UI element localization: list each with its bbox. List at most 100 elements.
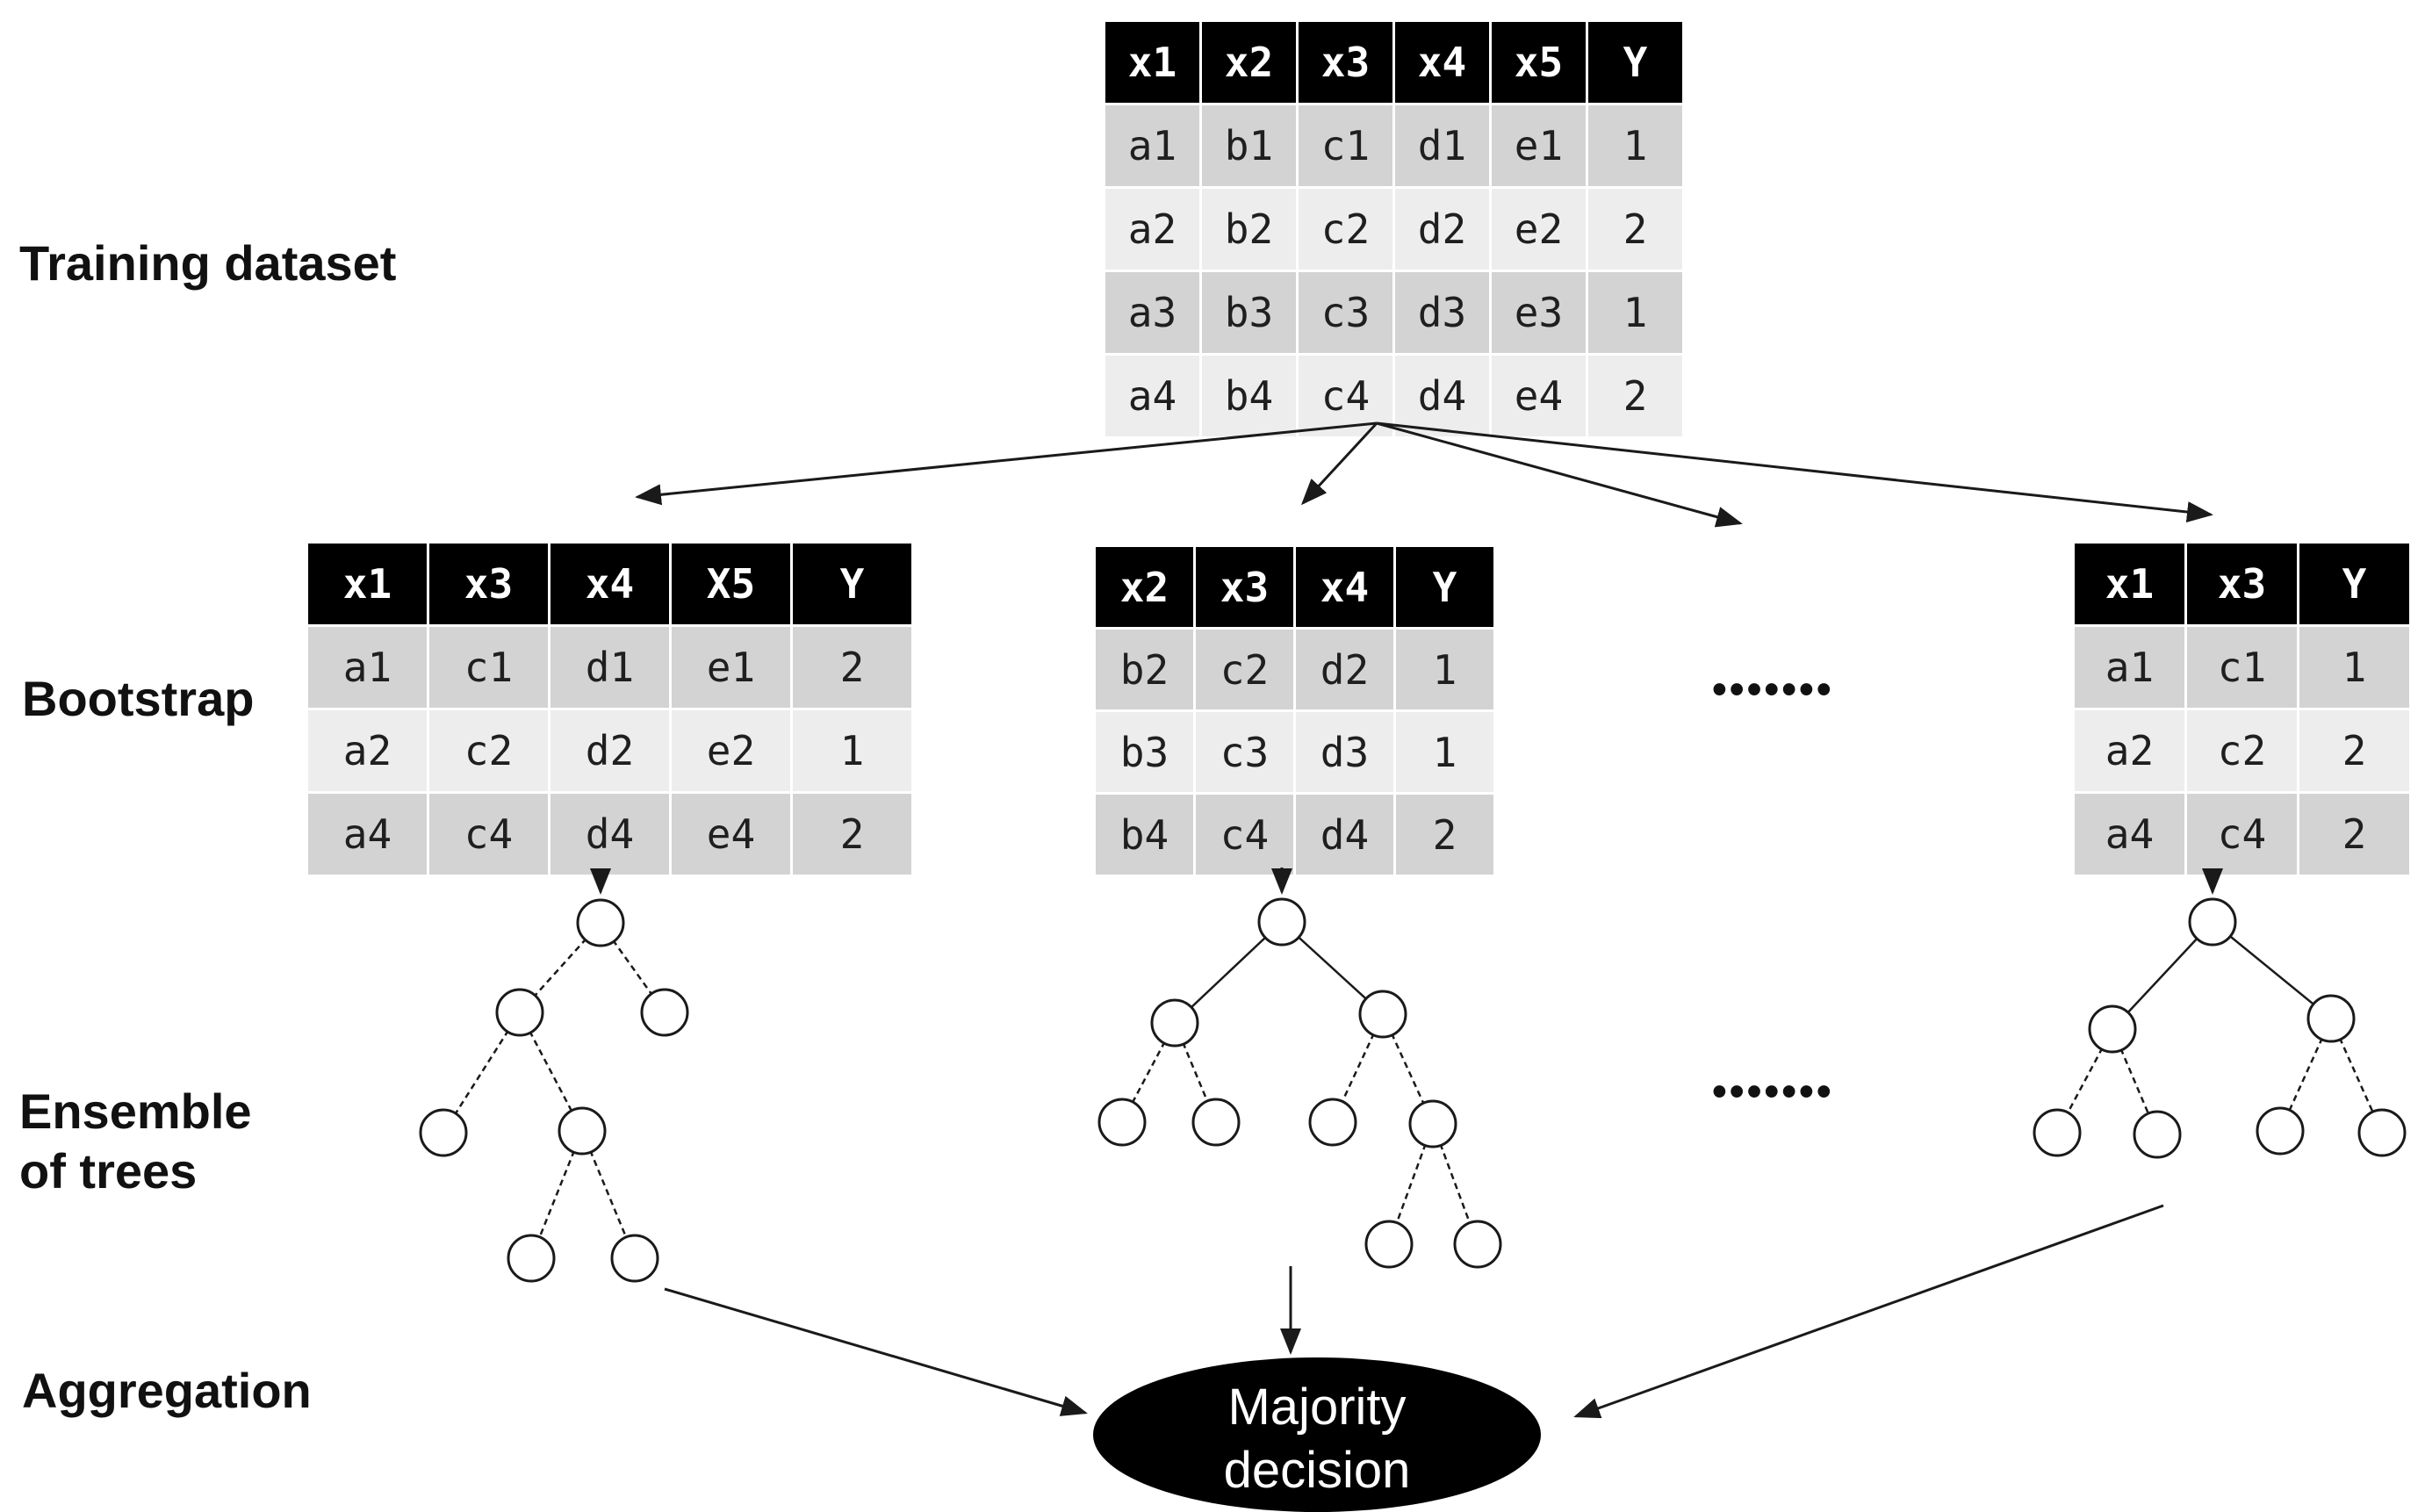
tree-node: [576, 898, 625, 947]
table-cell: c3: [1296, 270, 1395, 356]
table-cell: c1: [2184, 624, 2299, 710]
column-header: x1: [2072, 541, 2187, 627]
ensemble-label-line1: Ensemble: [19, 1084, 252, 1139]
table-cell: 1: [1586, 270, 1685, 356]
table-cell: c4: [427, 791, 550, 877]
table-cell: d2: [1293, 627, 1396, 712]
column-header: X5: [669, 541, 793, 627]
table-cell: b3: [1199, 270, 1299, 356]
table-cell: d3: [1293, 709, 1396, 795]
table-cell: e4: [669, 791, 793, 877]
tree-edge: [1281, 921, 1384, 1015]
table-cell: 2: [2297, 791, 2412, 877]
table-cell: c4: [1296, 353, 1395, 439]
ellipsis-dots-bottom: •••••••: [1712, 1069, 1834, 1115]
column-header: x3: [2184, 541, 2299, 627]
table-cell: a4: [2072, 791, 2187, 877]
table-cell: c1: [1296, 103, 1395, 189]
column-header: Y: [2297, 541, 2412, 627]
tree-edge: [529, 1130, 584, 1259]
table-cell: a1: [1103, 103, 1202, 189]
table-cell: c3: [1193, 709, 1296, 795]
table-cell: a4: [1103, 353, 1202, 439]
tree-edge: [580, 1130, 637, 1259]
tree-node: [507, 1234, 556, 1283]
table-cell: 1: [1393, 627, 1496, 712]
tree-node: [558, 1106, 607, 1156]
table-cell: b3: [1093, 709, 1196, 795]
tree-edge: [2111, 1028, 2159, 1135]
table-cell: 2: [790, 791, 914, 877]
tree-node: [419, 1108, 468, 1157]
table-cell: a2: [2072, 708, 2187, 794]
tree-node: [1364, 1220, 1414, 1269]
ensemble-of-trees-label: Ensemble of trees: [19, 1082, 252, 1202]
table-cell: b4: [1199, 353, 1299, 439]
column-header: x2: [1093, 544, 1196, 630]
table-cell: b4: [1093, 792, 1196, 877]
column-header: x3: [1296, 19, 1395, 105]
table-cell: a1: [306, 624, 429, 710]
tree-edge: [1173, 1022, 1218, 1123]
decision-tree-3: [2033, 897, 2407, 1159]
column-header: x1: [1103, 19, 1202, 105]
tree-node: [2357, 1108, 2407, 1157]
table-cell: d1: [548, 624, 672, 710]
table-cell: a2: [1103, 186, 1202, 272]
tree-node: [2306, 994, 2356, 1043]
tree-node: [495, 988, 544, 1037]
column-header: x4: [1293, 544, 1396, 630]
tree-node: [2188, 897, 2237, 947]
tree-edge: [599, 922, 666, 1013]
table-cell: 1: [2297, 624, 2412, 710]
tree-node: [610, 1234, 659, 1283]
table-cell: e2: [669, 708, 793, 794]
tree-node: [1150, 998, 1199, 1048]
table-cell: c2: [427, 708, 550, 794]
table-cell: c2: [2184, 708, 2299, 794]
table-cell: b1: [1199, 103, 1299, 189]
decision-tree-1: [419, 898, 689, 1283]
table-cell: a3: [1103, 270, 1202, 356]
table-cell: 2: [1393, 792, 1496, 877]
tree-node: [2033, 1108, 2082, 1157]
arrow-tree1-to-decision: [664, 1287, 1088, 1416]
table-cell: b2: [1199, 186, 1299, 272]
tree-node: [1453, 1220, 1502, 1269]
table-cell: c2: [1193, 627, 1296, 712]
table-cell: e1: [1489, 103, 1588, 189]
column-header: x4: [548, 541, 672, 627]
majority-decision-node: [1093, 1357, 1541, 1512]
column-header: x1: [306, 541, 429, 627]
column-header: x3: [427, 541, 550, 627]
tree-node: [1257, 897, 1306, 947]
column-header: x5: [1489, 19, 1588, 105]
table-cell: e4: [1489, 353, 1588, 439]
tree-edge: [518, 1012, 584, 1132]
tree-node: [2256, 1106, 2305, 1156]
ensemble-label-line2: of trees: [19, 1143, 198, 1199]
table-cell: c4: [2184, 791, 2299, 877]
column-header: x4: [1392, 19, 1492, 105]
column-header: Y: [790, 541, 914, 627]
table-cell: a4: [306, 791, 429, 877]
tree-edge: [442, 1012, 522, 1134]
table-cell: a1: [2072, 624, 2187, 710]
tree-edge: [2055, 1028, 2114, 1134]
tree-node: [1097, 1098, 1147, 1147]
table-cell: e1: [669, 624, 793, 710]
tree-node: [1308, 1098, 1357, 1147]
tree-edge: [1331, 1013, 1385, 1123]
tree-edge: [1381, 1013, 1435, 1125]
